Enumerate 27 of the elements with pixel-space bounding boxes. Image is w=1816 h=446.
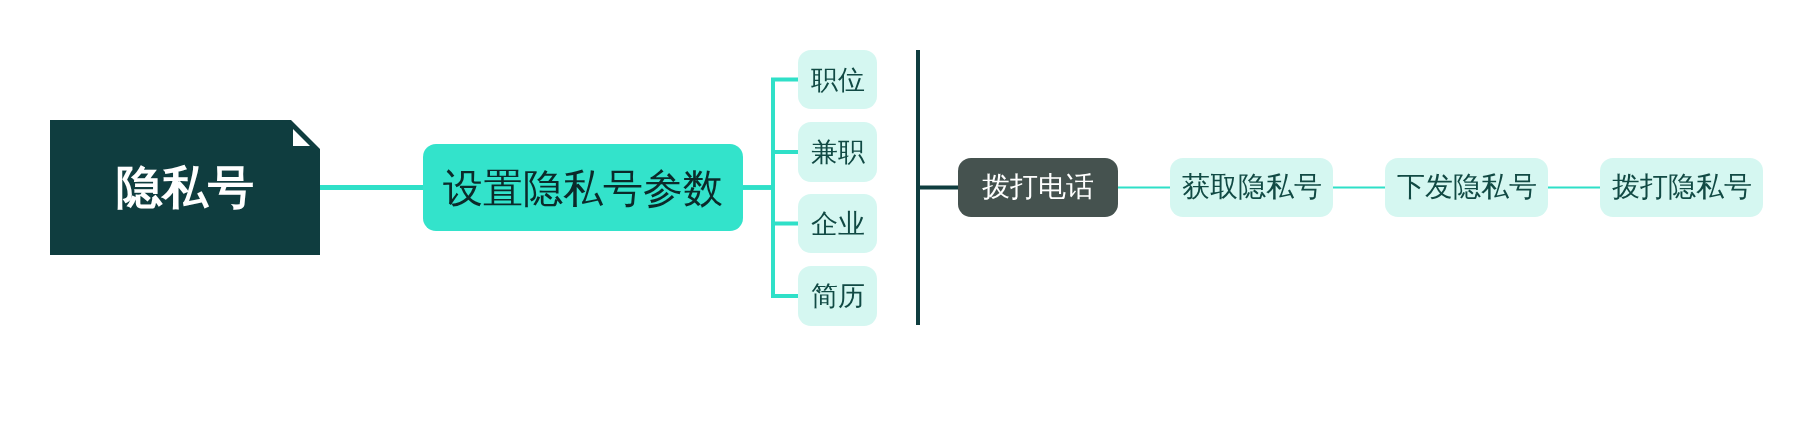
step-label: 拨打隐私号 xyxy=(1611,171,1752,204)
step-box xyxy=(1385,158,1548,217)
step-box xyxy=(1600,158,1763,217)
subtopic-box xyxy=(798,122,877,182)
step-box xyxy=(1170,158,1333,217)
connector-line xyxy=(1117,186,1171,189)
subtopic-label: 简历 xyxy=(810,280,865,312)
connector-line xyxy=(1332,186,1386,189)
subtopic-box xyxy=(798,50,877,109)
step-label: 下发隐私号 xyxy=(1396,171,1537,204)
connector-line xyxy=(320,185,423,190)
main-topic-box xyxy=(423,144,743,231)
connector-line xyxy=(1547,186,1601,189)
subtopic-box xyxy=(798,194,877,253)
central-topic xyxy=(50,120,320,255)
central-topic-label: 隐私号 xyxy=(116,161,254,214)
subtopic-label: 兼职 xyxy=(810,136,865,168)
connector-line xyxy=(743,185,798,298)
step-label: 获取隐私号 xyxy=(1181,171,1322,204)
summary-topic-label: 拨打电话 xyxy=(982,171,1094,204)
summary-topic-box xyxy=(958,158,1118,217)
summary-bracket xyxy=(916,50,920,325)
topic-label: 设置隐私号参数 xyxy=(443,164,723,211)
connector-line xyxy=(920,185,958,190)
subtopic-label: 职位 xyxy=(810,63,865,95)
subtopic-label: 企业 xyxy=(810,207,865,239)
subtopic-box xyxy=(798,266,877,326)
